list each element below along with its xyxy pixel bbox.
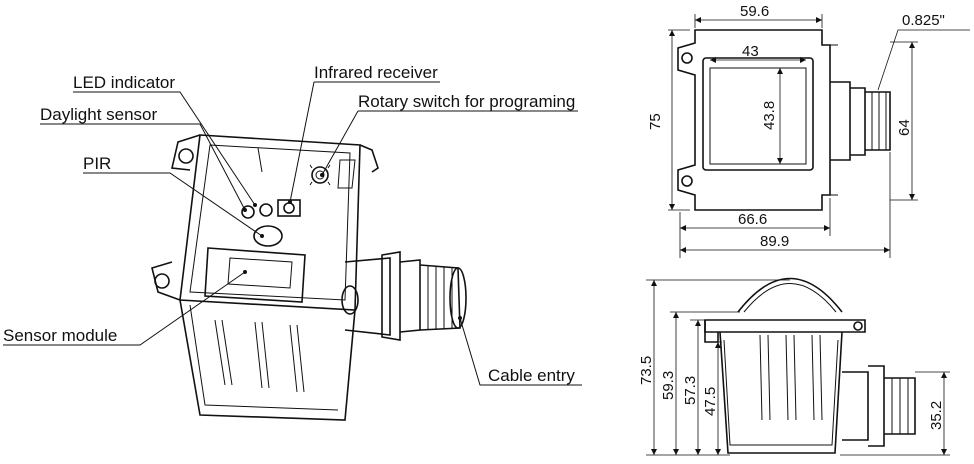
dim-thread: 0.825": [902, 12, 945, 29]
top-view: [677, 29, 891, 211]
callout-rotary-switch: Rotary switch for programing: [358, 92, 575, 111]
dim-height-right: 64: [896, 119, 913, 136]
top-view-dimensions: [668, 14, 970, 258]
dim-side-h3: 57.3: [682, 376, 699, 405]
isometric-view: [151, 134, 467, 421]
callout-leaders: [3, 81, 582, 386]
callout-infrared-receiver: Infrared receiver: [314, 63, 438, 82]
callout-cable-entry: Cable entry: [488, 366, 575, 385]
dim-side-h4: 47.5: [702, 387, 719, 416]
dim-inner-width: 43: [742, 43, 759, 60]
side-view: [704, 277, 916, 454]
dim-width-bottom-inner: 66.6: [738, 211, 767, 228]
dim-width-top: 59.6: [740, 3, 769, 20]
dim-inner-height: 43.8: [761, 101, 778, 130]
callout-sensor-module: Sensor module: [3, 326, 117, 345]
dim-side-entry: 35.2: [928, 401, 945, 430]
callout-daylight-sensor: Daylight sensor: [40, 105, 158, 124]
dim-height-total: 75: [647, 113, 664, 130]
dim-side-h1: 73.5: [638, 356, 655, 385]
side-view-dimensions: [646, 279, 950, 456]
callout-led-indicator: LED indicator: [73, 73, 175, 92]
callout-pir: PIR: [83, 154, 111, 173]
dim-width-total: 89.9: [760, 233, 789, 250]
dim-side-h2: 59.3: [660, 371, 677, 400]
